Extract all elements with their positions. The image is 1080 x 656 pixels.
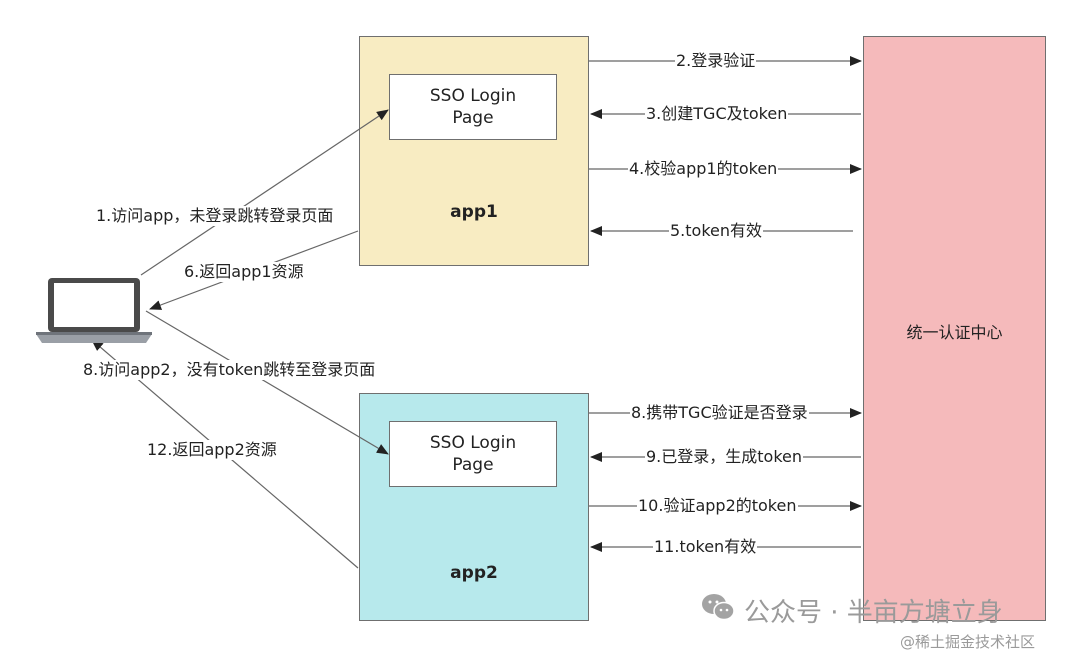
label-step-4: 4.校验app1的token bbox=[628, 159, 779, 179]
wechat-icon bbox=[700, 592, 736, 629]
auth-center-title: 统一认证中心 bbox=[906, 323, 1003, 342]
app1-title: app1 bbox=[450, 202, 498, 222]
label-step-11: 11.token有效 bbox=[653, 537, 758, 557]
watermark-site: @稀土掘金技术社区 bbox=[900, 633, 1036, 651]
label-step-12: 12.返回app2资源 bbox=[146, 440, 278, 460]
label-step-5: 5.token有效 bbox=[669, 221, 764, 241]
label-step-3: 3.创建TGC及token bbox=[645, 104, 789, 124]
laptop-icon bbox=[36, 278, 152, 343]
label-step-9: 9.已登录，生成token bbox=[645, 447, 804, 467]
label-step-1: 1.访问app，未登录跳转登录页面 bbox=[95, 206, 335, 226]
watermark: 公众号 · 半亩方塘立身 bbox=[700, 592, 1003, 629]
arrow-8a bbox=[145, 310, 389, 455]
label-step-10: 10.验证app2的token bbox=[637, 496, 798, 516]
label-step-8b: 8.携带TGC验证是否登录 bbox=[630, 403, 809, 423]
watermark-text: 公众号 · 半亩方塘立身 bbox=[744, 598, 1003, 628]
arrow-1 bbox=[140, 109, 389, 276]
app2-title: app2 bbox=[450, 563, 498, 583]
label-step-6: 6.返回app1资源 bbox=[183, 262, 305, 282]
auth-center-box bbox=[863, 36, 1046, 621]
label-step-8a: 8.访问app2，没有token跳转至登录页面 bbox=[82, 360, 377, 380]
app1-sso-login-page: SSO Login Page bbox=[389, 74, 557, 140]
app2-sso-login-page: SSO Login Page bbox=[389, 421, 557, 487]
label-step-2: 2.登录验证 bbox=[675, 51, 757, 71]
